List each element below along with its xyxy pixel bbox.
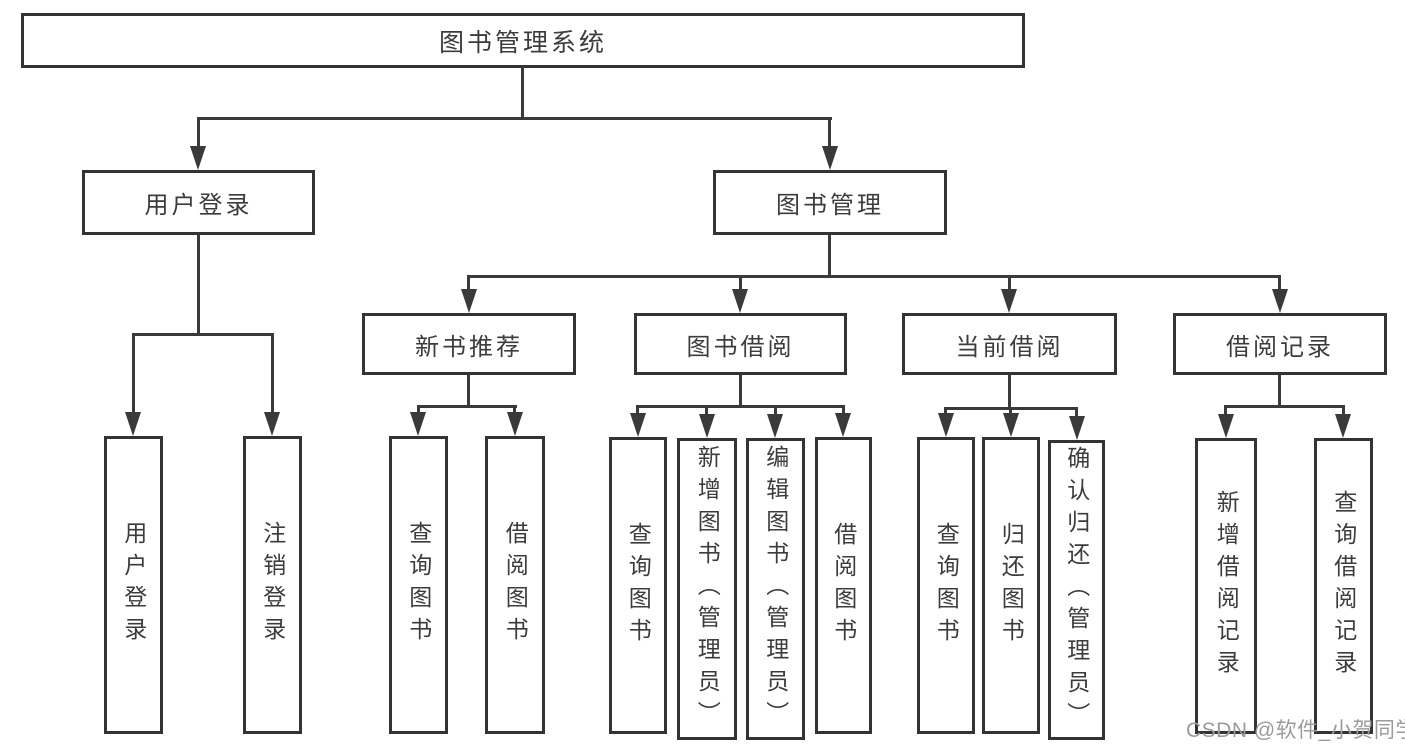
arrow-down-icon — [1218, 414, 1234, 438]
arrow-down-icon — [835, 413, 851, 437]
connector-user-login-split — [132, 333, 274, 336]
connector — [774, 405, 777, 414]
leaf-label: 新增借阅记录 — [1213, 490, 1240, 682]
node-borrow-record-label: 借阅记录 — [1226, 333, 1334, 361]
connector-borrow-record-trunk — [1278, 375, 1281, 408]
node-root: 图书管理系统 — [21, 13, 1025, 68]
arrow-down-icon — [1272, 289, 1288, 313]
arrow-down-icon — [1335, 414, 1351, 438]
connector-borrow-record-split — [1224, 405, 1345, 408]
connector-book-mgmt-trunk — [828, 235, 831, 278]
arrow-down-icon — [822, 146, 838, 170]
connector-new-book-rec-split — [417, 405, 517, 408]
node-user-login-label: 用户登录 — [144, 192, 253, 219]
connector — [944, 407, 947, 415]
leaf-label: 查询图书 — [933, 521, 960, 650]
node-book-borrow-label: 图书借阅 — [686, 333, 795, 361]
connector-to-book-mgmt — [828, 117, 831, 148]
connector — [842, 405, 845, 414]
connector — [1008, 275, 1011, 291]
node-leaf-user-login: 用户登录 — [104, 436, 163, 734]
connector — [417, 405, 420, 414]
node-leaf-return-book: 归还图书 — [982, 437, 1040, 734]
arrow-down-icon — [1069, 416, 1085, 440]
connector — [739, 275, 742, 291]
node-book-mgmt-label: 图书管理 — [776, 192, 884, 219]
node-leaf-query-book-rec: 查询图书 — [389, 436, 448, 734]
connector-root-trunk — [521, 68, 524, 119]
arrow-down-icon — [630, 413, 646, 437]
arrow-down-icon — [410, 412, 426, 436]
connector — [513, 405, 516, 414]
arrow-down-icon — [461, 289, 477, 313]
connector — [467, 275, 470, 291]
node-leaf-query-book-borrow: 查询图书 — [609, 437, 667, 734]
leaf-label: 借阅图书 — [830, 521, 857, 650]
node-leaf-borrow-book-rec: 借阅图书 — [485, 436, 545, 734]
connector — [1224, 405, 1227, 416]
connector — [132, 333, 135, 413]
arrow-down-icon — [938, 413, 954, 437]
leaf-label: 确认归还（管理员） — [1063, 446, 1090, 734]
arrow-down-icon — [264, 412, 280, 436]
csdn-watermark: CSDN @软件_小贺同学 — [1186, 719, 1405, 742]
connector-root-split — [197, 117, 832, 120]
leaf-label: 用户登录 — [120, 521, 147, 649]
node-current-borrow-label: 当前借阅 — [955, 333, 1064, 361]
arrow-down-icon — [767, 414, 783, 438]
node-leaf-edit-book: 编辑图书（管理员） — [746, 438, 805, 740]
node-new-book-rec-label: 新书推荐 — [415, 333, 523, 361]
node-book-mgmt: 图书管理 — [713, 170, 947, 235]
leaf-label: 注销登录 — [259, 521, 286, 649]
leaf-label: 编辑图书（管理员） — [762, 445, 789, 733]
arrow-down-icon — [125, 412, 141, 436]
connector-book-borrow-split — [636, 405, 845, 408]
connector-user-login-trunk — [197, 235, 200, 335]
connector-new-book-rec-trunk — [467, 375, 470, 408]
node-leaf-add-book: 新增图书（管理员） — [677, 438, 737, 740]
leaf-label: 查询图书 — [405, 521, 432, 649]
node-leaf-query-borrow-record: 查询借阅记录 — [1314, 438, 1373, 734]
connector — [636, 405, 639, 414]
node-leaf-add-borrow-record: 新增借阅记录 — [1195, 438, 1257, 734]
node-new-book-rec: 新书推荐 — [362, 313, 576, 375]
connector-book-mgmt-split — [467, 275, 1281, 278]
node-borrow-record: 借阅记录 — [1173, 313, 1387, 375]
arrow-down-icon — [1001, 289, 1017, 313]
node-leaf-confirm-return: 确认归还（管理员） — [1048, 440, 1105, 740]
arrow-down-icon — [699, 414, 715, 438]
arrow-down-icon — [1003, 413, 1019, 437]
connector — [1009, 407, 1012, 415]
leaf-label: 查询图书 — [625, 521, 652, 650]
leaf-label: 借阅图书 — [502, 521, 529, 649]
connector-to-user-login — [197, 117, 200, 148]
connector — [271, 333, 274, 413]
node-leaf-borrow-book: 借阅图书 — [815, 437, 872, 734]
connector — [1342, 405, 1345, 416]
leaf-label: 查询借阅记录 — [1330, 490, 1357, 682]
arrow-down-icon — [507, 412, 523, 436]
connector — [1075, 407, 1078, 418]
arrow-down-icon — [190, 146, 206, 170]
node-leaf-logout: 注销登录 — [243, 436, 302, 734]
connector — [705, 405, 708, 414]
leaf-label: 归还图书 — [998, 521, 1025, 650]
leaf-label: 新增图书（管理员） — [694, 445, 721, 733]
connector-book-borrow-trunk — [739, 375, 742, 408]
node-current-borrow: 当前借阅 — [902, 313, 1117, 375]
node-user-login: 用户登录 — [82, 170, 315, 235]
connector-current-borrow-trunk — [1008, 375, 1011, 410]
connector — [1278, 275, 1281, 291]
node-book-borrow: 图书借阅 — [634, 313, 847, 375]
node-leaf-query-book-current: 查询图书 — [917, 437, 975, 734]
node-root-label: 图书管理系统 — [438, 28, 607, 57]
arrow-down-icon — [732, 289, 748, 313]
